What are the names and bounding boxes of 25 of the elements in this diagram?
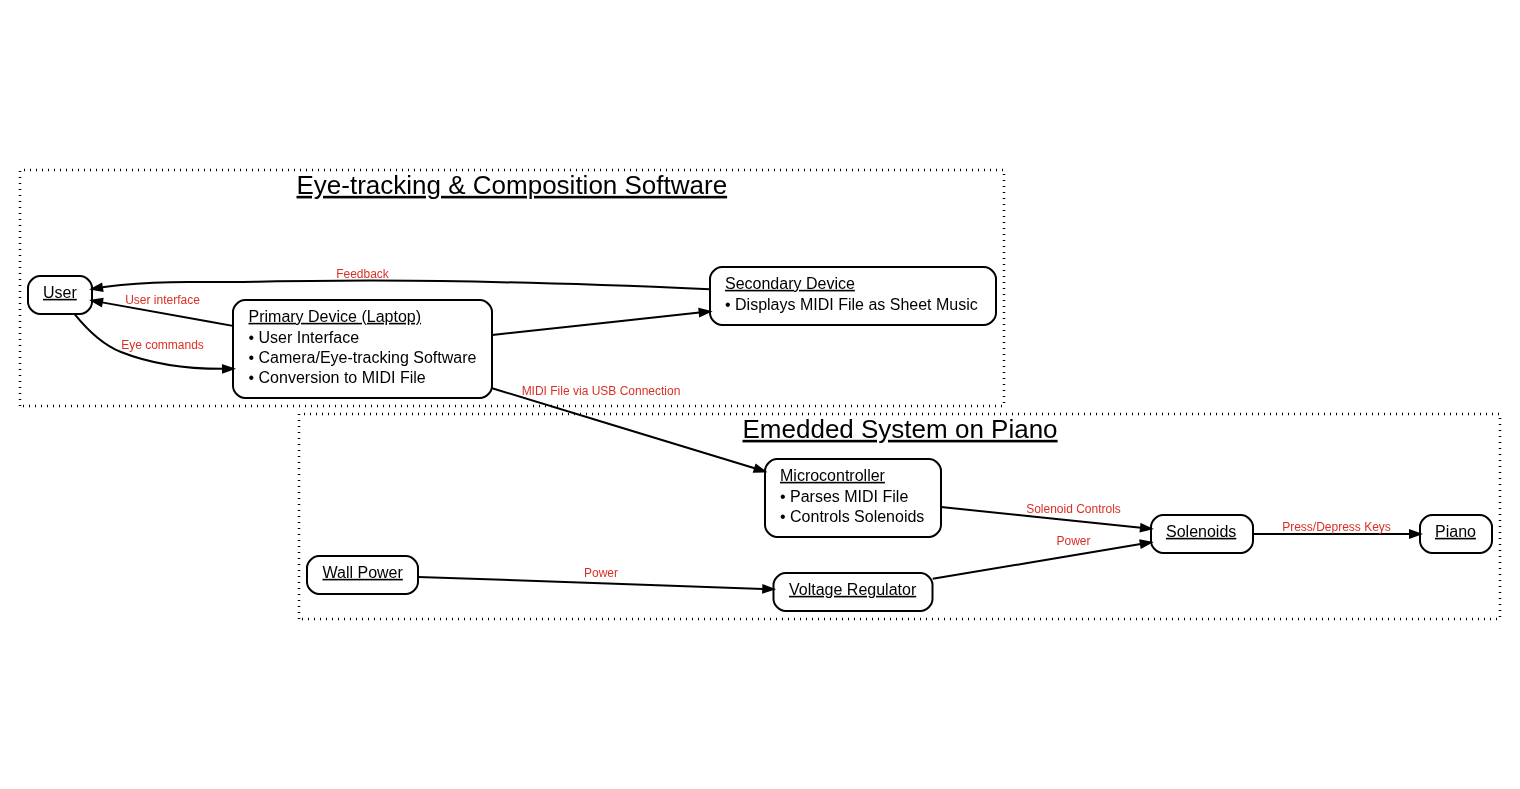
node-box: Primary Device (Laptop) • User Interface • Camera/Eye-tracking Software • Conversion to MIDI File bbox=[232, 299, 493, 399]
node-box: Solenoids bbox=[1150, 514, 1254, 554]
arrow bbox=[491, 387, 768, 473]
node-box: User bbox=[27, 275, 93, 315]
arrow bbox=[491, 307, 713, 337]
arrow bbox=[417, 575, 777, 594]
arrow bbox=[931, 539, 1154, 580]
edge-label: Power bbox=[583, 565, 619, 580]
edge-label: User interface bbox=[125, 292, 200, 307]
node-box: Microcontroller • Parses MIDI File • Controls Solenoids bbox=[764, 458, 942, 538]
edge-label: Feedback bbox=[336, 266, 389, 281]
edge-label: MIDI File via USB Connection bbox=[521, 383, 681, 398]
arrow bbox=[89, 297, 234, 327]
node-box: Piano bbox=[1419, 514, 1493, 554]
edge-label: Solenoid Controls bbox=[1026, 501, 1121, 516]
node-box: Voltage Regulator bbox=[772, 572, 934, 612]
arrow bbox=[73, 313, 236, 374]
arrow bbox=[89, 279, 711, 293]
node-box: Secondary Device • Displays MIDI File as Sheet Music bbox=[709, 266, 997, 326]
arrow bbox=[1252, 529, 1424, 539]
node-box: Wall Power bbox=[306, 555, 419, 595]
edge-label: Press/Depress Keys bbox=[1282, 519, 1391, 534]
arrow bbox=[940, 506, 1154, 533]
edge-label: Power bbox=[1056, 533, 1091, 548]
edge-label: Eye commands bbox=[121, 337, 204, 352]
